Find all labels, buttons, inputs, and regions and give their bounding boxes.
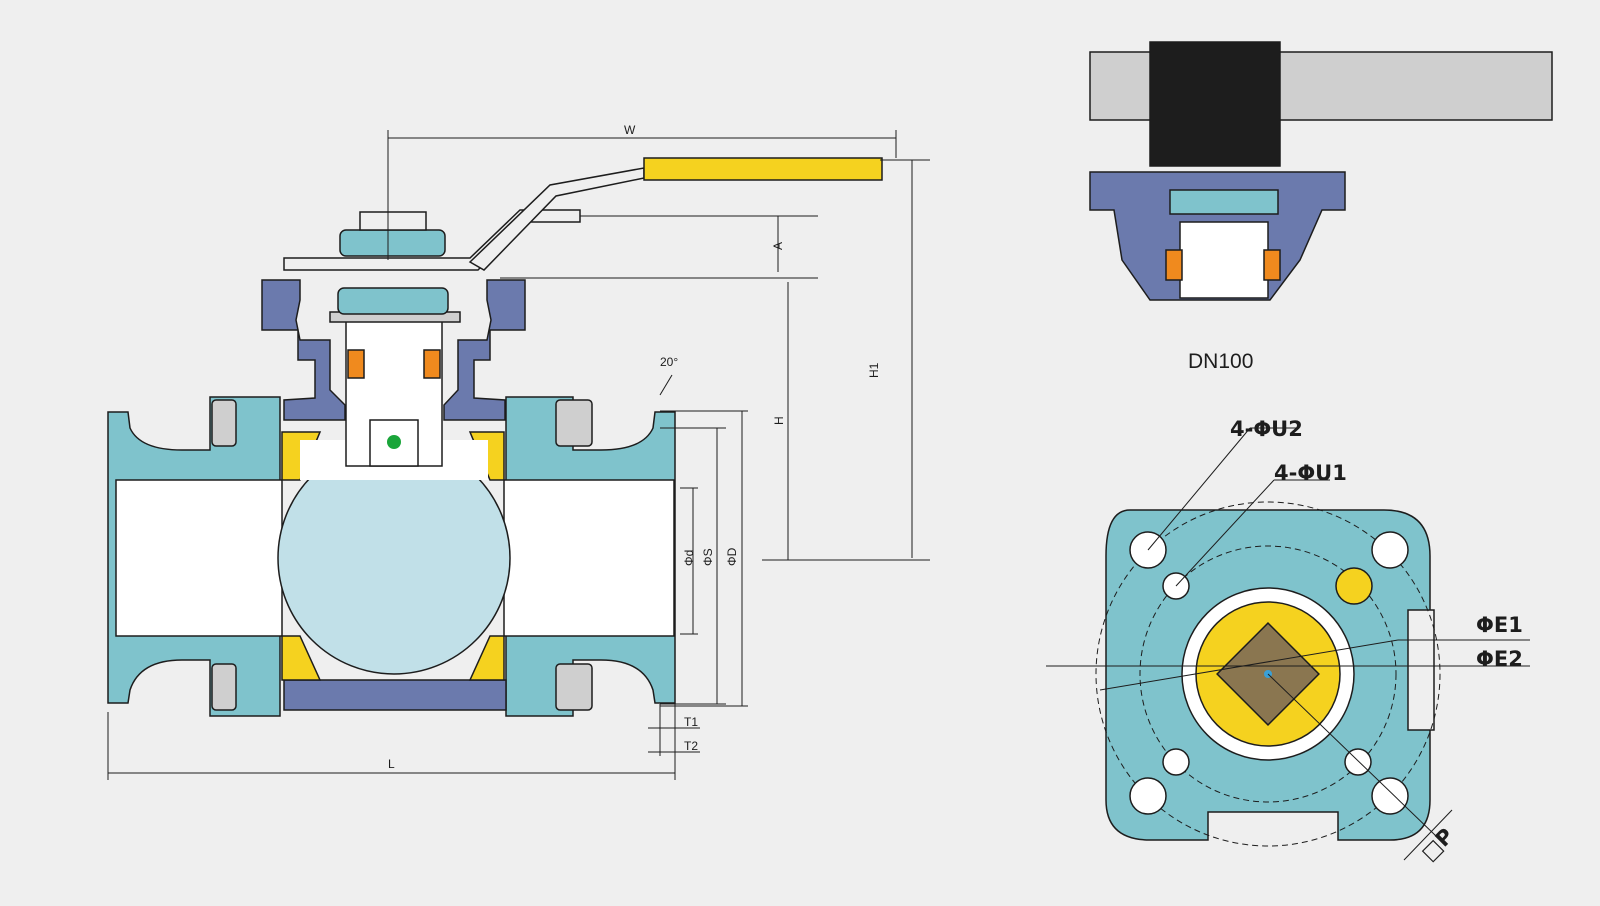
dim-label-phi-D: ΦD — [725, 547, 739, 566]
lock-washer — [359, 211, 427, 231]
hole-u1-br — [1344, 748, 1372, 776]
hole-u2-br — [1371, 777, 1409, 815]
stop-pin — [1335, 567, 1373, 605]
dim-label-T1: T1 — [684, 715, 698, 729]
flange-leader-lines — [1046, 427, 1530, 861]
hole-u2-bl — [1129, 777, 1167, 815]
bolt-top-left — [211, 399, 237, 447]
dim-label-T2: T2 — [684, 739, 698, 753]
dn100-nut — [1169, 189, 1279, 215]
dim-label-phi-S: ΦS — [701, 548, 715, 566]
label-p: □P — [1417, 824, 1459, 866]
hole-u2-tr — [1371, 531, 1409, 569]
dn100-stem — [1179, 221, 1269, 299]
dim-label-A: A — [771, 242, 785, 250]
right-bore — [503, 479, 675, 637]
label-u1: 4-ΦU1 — [1274, 461, 1347, 485]
dn100-packing-right — [1263, 249, 1281, 281]
bolt-circle-inner — [1139, 545, 1397, 803]
left-bore — [115, 479, 283, 637]
dim-label-H1: H1 — [867, 362, 881, 378]
flange-side-notch — [1407, 609, 1435, 731]
valve-section-view — [107, 157, 883, 717]
label-e2: ΦE2 — [1476, 647, 1523, 671]
bolt-circle-outer — [1095, 501, 1441, 847]
dim-label-H: H — [772, 416, 786, 425]
body-bottom-bar — [283, 679, 507, 711]
handle-grip — [643, 157, 883, 181]
packing-right — [423, 349, 441, 379]
dim-label-phi-d: Φd — [682, 550, 696, 566]
ball-pin-indicator — [387, 435, 401, 449]
label-u2: 4-ΦU2 — [1230, 417, 1303, 441]
stem-nut-lower — [337, 287, 449, 315]
dn100-detail — [1089, 41, 1553, 301]
hole-u1-bl — [1162, 748, 1190, 776]
bonnet-body-right — [443, 279, 526, 421]
bolt-top-right — [555, 399, 593, 447]
flange-top-view — [1095, 501, 1441, 847]
dimension-lines — [107, 130, 930, 780]
packing-left — [347, 349, 365, 379]
bolt-bottom-right — [555, 663, 593, 711]
seat-bottom-left — [281, 635, 322, 681]
handle-lever — [283, 209, 581, 271]
dim-label-L: L — [388, 757, 395, 771]
stem-nut-upper — [339, 229, 446, 257]
label-e1: ΦE1 — [1476, 613, 1523, 637]
dn100-caption: DN100 — [1188, 350, 1253, 373]
bolt-bottom-left — [211, 663, 237, 711]
dim-label-angle: 20° — [660, 355, 678, 369]
bonnet-body — [261, 279, 346, 421]
dn100-handle-head — [1149, 41, 1281, 167]
dn100-packing-left — [1165, 249, 1183, 281]
dim-label-W: W — [624, 123, 636, 137]
seat-bottom-right — [468, 635, 505, 681]
